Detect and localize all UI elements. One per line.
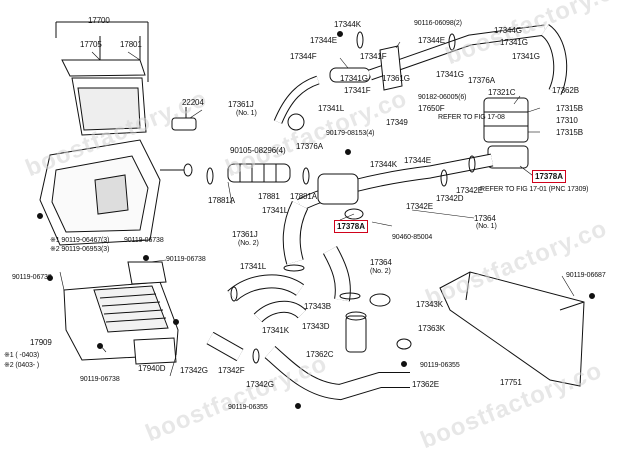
part-label: 90119-06738: [80, 376, 120, 383]
part-label: 17364: [370, 258, 392, 267]
bolt-icon: [37, 31, 595, 409]
part-label: 90460-85004: [392, 234, 433, 241]
part-label: 17341F: [360, 52, 387, 61]
part-label: 17341L: [318, 104, 345, 113]
part-label: 90119-06738: [124, 237, 164, 244]
intake-hose-icon: [329, 24, 568, 95]
part-label: 17341G: [512, 52, 540, 61]
part-label: 90119-06687: [566, 272, 606, 279]
part-label: 17361J: [232, 230, 258, 239]
part-label: 17881A: [290, 192, 317, 201]
part-label: 17344E: [418, 36, 445, 45]
part-label: 17321C: [488, 88, 516, 97]
part-label: 17341G: [340, 74, 368, 83]
cover-plate-icon: [439, 271, 585, 387]
part-label: (No. 1): [236, 110, 257, 117]
part-label: 17343D: [302, 322, 330, 331]
part-label: 17364: [474, 214, 496, 223]
part-label: 17344E: [404, 156, 431, 165]
part-label: 17362C: [306, 350, 334, 359]
part-label: 17361J: [228, 100, 254, 109]
part-label: 17342G: [246, 380, 274, 389]
intake-hose-icon: [206, 293, 412, 401]
part-label: 17342E: [456, 186, 483, 195]
part-label: 17315B: [556, 128, 583, 137]
part-label: 90105-08296(4): [230, 146, 286, 155]
footnote: ※2 (0403- ): [4, 362, 40, 369]
part-label: 17361G: [382, 74, 410, 83]
gasket-icon: [344, 208, 364, 220]
part-label: 17344G: [494, 26, 522, 35]
part-label: 90119-06355: [228, 404, 268, 411]
part-label: 17376A: [468, 76, 495, 85]
part-label: 90119-06355: [420, 362, 460, 369]
part-label: 17310: [556, 116, 578, 125]
part-label: 17881A: [208, 196, 235, 205]
part-label: (No. 1): [476, 223, 497, 230]
part-label: 17362E: [412, 380, 439, 389]
part-label: (No. 2): [238, 240, 259, 247]
part-label: 17341L: [262, 206, 289, 215]
part-label: 90119-06738: [12, 274, 52, 281]
part-label: (No. 2): [370, 268, 391, 275]
part-label: 90179-08153(4): [326, 130, 375, 137]
clamp-icon: [206, 31, 476, 364]
throttle-body-icon: [483, 97, 529, 169]
part-label: 17650F: [418, 104, 445, 113]
intercooler-icon: [63, 261, 179, 365]
part-label: 17342F: [218, 366, 245, 375]
part-label: 17344E: [310, 36, 337, 45]
part-label: 17801: [120, 40, 142, 49]
part-label: 17341G: [436, 70, 464, 79]
intake-hose-icon: [273, 75, 320, 131]
part-label: 90116-06098(2): [414, 20, 462, 27]
diagram-drawing: [37, 21, 595, 409]
intake-hose-icon: [282, 153, 494, 265]
air-cleaner-icon: [39, 21, 193, 246]
footnote: ※1 ( -0403): [4, 352, 40, 359]
part-label: 17909: [30, 338, 52, 347]
part-label: 90119-06738: [166, 256, 206, 263]
part-label: 17344F: [290, 52, 317, 61]
part-label: 17342D: [436, 194, 464, 203]
part-label: 17700: [88, 16, 110, 25]
part-label: 17349: [386, 118, 408, 127]
part-label: ※1 90119-06467(3): [50, 237, 110, 244]
part-label: 17344K: [370, 160, 397, 169]
part-label: 17344K: [334, 20, 361, 29]
part-label: 17881: [258, 192, 280, 201]
part-label: 17362B: [552, 86, 579, 95]
note-label: REFER TO FIG 17-01 (PNC 17309): [480, 186, 589, 193]
part-label: 17341F: [344, 86, 371, 95]
part-label: 90182-06005(6): [418, 94, 467, 101]
intake-hose-icon: [227, 163, 291, 183]
parts-diagram: boostfactory.co boostfactory.co boostfac…: [4, 0, 620, 454]
part-label: 17343K: [416, 300, 443, 309]
part-label: 17341G: [500, 38, 528, 47]
part-label: 17342G: [180, 366, 208, 375]
part-label: 17705: [80, 40, 102, 49]
throttle-body-icon: [171, 107, 197, 131]
highlighted-part-callout[interactable]: 17378A: [334, 220, 369, 233]
highlighted-part-callout[interactable]: 17378A: [532, 170, 567, 183]
part-label: 17376A: [296, 142, 323, 151]
part-label: 17363K: [418, 324, 445, 333]
part-label: 17343B: [304, 302, 331, 311]
part-label: 17341K: [262, 326, 289, 335]
note-label: REFER TO FIG 17-08: [438, 114, 505, 121]
part-label: ※2 90119-06953(3): [50, 246, 110, 253]
part-label: 22204: [182, 98, 204, 107]
part-label: 17341L: [240, 262, 267, 271]
part-label: 17315B: [556, 104, 583, 113]
part-label: 17342E: [406, 202, 433, 211]
part-label: 17940D: [138, 364, 166, 373]
part-label: 17751: [500, 378, 522, 387]
